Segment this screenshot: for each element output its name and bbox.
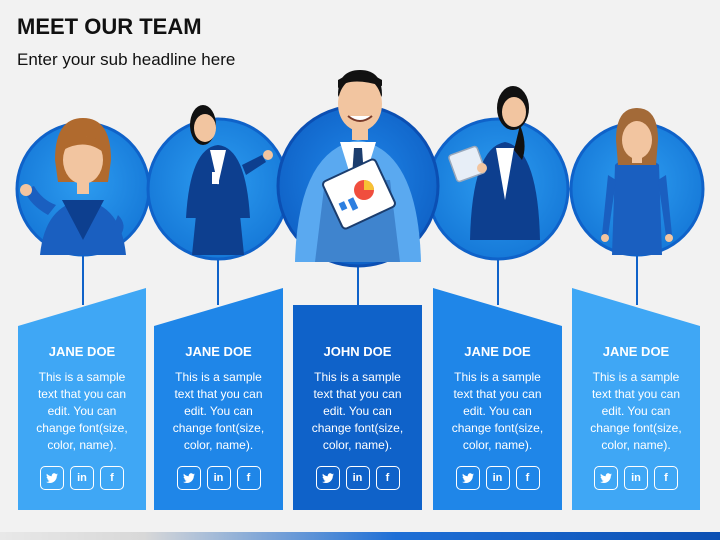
description-line: edit. You can [323, 404, 392, 418]
twitter-icon[interactable] [315, 466, 340, 490]
twitter-icon[interactable] [40, 466, 64, 490]
description-line: color, name). [601, 438, 671, 452]
description-line: edit. You can [47, 404, 117, 418]
card-1-shape [18, 288, 146, 510]
person-5-illustration [601, 108, 673, 255]
member-name: JANE DOE [185, 344, 252, 359]
description-line: This is a sample [314, 370, 401, 384]
description-line: This is a sample [175, 370, 262, 384]
description-line: edit. You can [184, 404, 253, 418]
description-line: text that you can [174, 387, 263, 401]
linkedin-icon[interactable]: in [345, 466, 370, 490]
member-name: JANE DOE [464, 344, 531, 359]
facebook-icon[interactable]: f [236, 466, 261, 490]
team-card: JANE DOE This is a sample text that you ca… [572, 0, 700, 540]
member-name: JANE DOE [48, 344, 116, 359]
person-4-illustration [448, 86, 540, 240]
linkedin-icon[interactable]: in [485, 466, 510, 490]
description-line: text that you can [591, 387, 681, 401]
card-5-shape [572, 288, 700, 510]
twitter-icon[interactable] [455, 466, 480, 490]
person-3-illustration [295, 70, 421, 262]
description-line: This is a sample [454, 370, 541, 384]
facebook-icon[interactable]: f [100, 466, 124, 490]
member-description: This is a sample text that you can edit. Y… [439, 369, 556, 454]
description-line: text that you can [453, 387, 542, 401]
person-1-illustration [20, 118, 126, 255]
card-2-shape [154, 288, 283, 510]
page-subtitle: Enter your sub headline here [17, 50, 236, 69]
member-description: This is a sample text that you can edit. Y… [24, 369, 140, 454]
facebook-icon[interactable]: f [375, 466, 400, 490]
team-card: JANE DOE This is a sample text that you ca… [433, 0, 562, 540]
description-line: edit. You can [463, 404, 532, 418]
team-card: JANE DOE This is a sample text that you ca… [18, 0, 146, 540]
member-name: JOHN DOE [323, 344, 392, 359]
linkedin-icon[interactable]: in [70, 466, 94, 490]
linkedin-icon[interactable]: in [624, 466, 648, 490]
description-line: change font(size, [311, 421, 404, 435]
description-line: change font(size, [590, 421, 682, 435]
description-line: change font(size, [451, 421, 544, 435]
description-line: text that you can [313, 387, 402, 401]
team-card: JANE DOE This is a sample text that you ca… [154, 0, 283, 540]
team-card: JOHN DOE This is a sample text that you ca… [293, 0, 422, 540]
description-line: color, name). [183, 438, 254, 452]
description-line: text that you can [37, 387, 127, 401]
person-2-illustration [186, 105, 273, 255]
description-line: This is a sample [38, 370, 126, 384]
description-line: This is a sample [592, 370, 680, 384]
linkedin-icon[interactable]: in [206, 466, 231, 490]
page-title: MEET OUR TEAM [17, 14, 202, 39]
member-name: JANE DOE [602, 344, 670, 359]
twitter-icon[interactable] [594, 466, 618, 490]
member-description: This is a sample text that you can edit. Y… [578, 369, 694, 454]
facebook-icon[interactable]: f [654, 466, 678, 490]
description-line: color, name). [322, 438, 393, 452]
card-3-shape [293, 305, 422, 510]
card-4-shape [433, 288, 562, 510]
description-line: color, name). [462, 438, 533, 452]
facebook-icon[interactable]: f [515, 466, 540, 490]
description-line: change font(size, [36, 421, 128, 435]
member-description: This is a sample text that you can edit. Y… [299, 369, 416, 454]
member-description: This is a sample text that you can edit. Y… [160, 369, 277, 454]
description-line: color, name). [47, 438, 117, 452]
description-line: change font(size, [172, 421, 265, 435]
footer-accent-bar [0, 532, 720, 540]
description-line: edit. You can [601, 404, 671, 418]
twitter-icon[interactable] [176, 466, 201, 490]
